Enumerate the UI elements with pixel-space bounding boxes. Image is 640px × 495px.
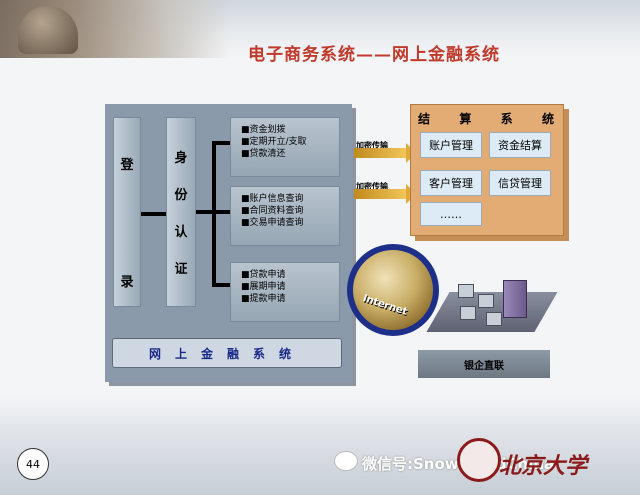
computer-icon (478, 294, 494, 308)
function-group-transfer: ■资金划拨 ■定期开立/支取 ■贷款清还 (230, 117, 340, 177)
footer-background (0, 395, 640, 495)
authentication-column: 身 份 认 证 (166, 117, 196, 307)
university-seal-icon (457, 438, 501, 482)
auth-char: 认 (174, 225, 188, 240)
stone-lion-image (18, 6, 78, 54)
page-number: 44 (17, 448, 49, 480)
wechat-icon (334, 451, 358, 471)
settlement-title-char: 结 (418, 112, 431, 126)
function-item: ■提款申请 (241, 294, 286, 304)
university-logo-text: 北京大学 (499, 453, 588, 479)
auth-char: 身 (174, 151, 188, 166)
login-connector (141, 212, 166, 216)
server-icon (503, 280, 527, 318)
function-group-application: ■贷款申请 ■展期申请 ■提款申请 (230, 262, 340, 322)
function-group-query: ■账户信息查询 ■合同资料查询 ■交易申请查询 (230, 186, 340, 246)
function-item: ■贷款清还 (241, 149, 286, 159)
computer-icon (460, 306, 476, 320)
encrypt-label: 加密传输 (356, 182, 388, 191)
more-box: …… (420, 202, 482, 226)
settlement-title-char: 算 (459, 112, 472, 126)
function-item: ■定期开立/支取 (241, 137, 307, 147)
function-item: ■合同资料查询 (241, 206, 304, 216)
customer-management-box: 客户管理 (420, 170, 482, 196)
system-name-label: 网上金融系统 (112, 338, 342, 368)
function-item: ■展期申请 (241, 282, 286, 292)
function-item: ■资金划拨 (241, 125, 286, 135)
slide-title: 电子商务系统——网上金融系统 (248, 45, 500, 65)
encrypt-label: 加密传输 (356, 141, 388, 150)
computer-icon (458, 284, 474, 298)
fund-settlement-box: 资金结算 (489, 132, 551, 158)
bank-enterprise-link: 银企直联 (418, 350, 550, 378)
header-banner (0, 0, 640, 58)
encrypt-arrow (354, 184, 416, 204)
login-char: 登 (120, 158, 134, 173)
computer-icon (486, 312, 502, 326)
function-item: ■贷款申请 (241, 270, 286, 280)
encrypt-arrow (354, 143, 416, 163)
function-item: ■账户信息查询 (241, 194, 304, 204)
bracket-top (212, 141, 230, 145)
bracket-vertical (212, 141, 216, 287)
auth-connector (196, 210, 214, 214)
account-management-box: 账户管理 (420, 132, 482, 158)
login-char: 录 (120, 275, 134, 290)
bracket-bottom (212, 283, 230, 287)
settlement-title-char: 系 (500, 112, 513, 126)
internet-globe-icon (347, 244, 439, 336)
bracket-middle (212, 210, 230, 214)
auth-char: 证 (174, 262, 188, 277)
settlement-title: 结 算 系 统 (418, 110, 554, 127)
login-column: 登 录 (113, 117, 141, 307)
credit-management-box: 信贷管理 (489, 170, 551, 196)
settlement-title-char: 统 (541, 112, 554, 126)
auth-char: 份 (174, 188, 188, 203)
function-item: ■交易申请查询 (241, 218, 304, 228)
